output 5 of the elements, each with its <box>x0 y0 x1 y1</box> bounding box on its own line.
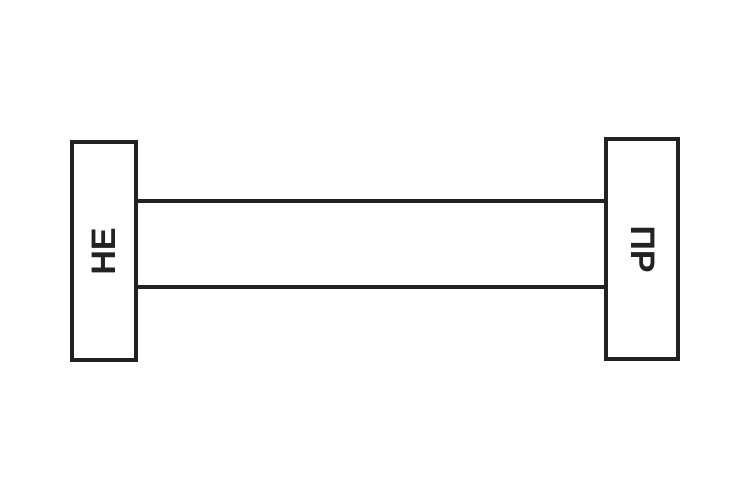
label-box <box>604 137 680 361</box>
box-label: НЕ <box>87 227 121 275</box>
connecting-bar <box>138 199 604 289</box>
label-box <box>70 140 138 362</box>
box-label: ПР <box>625 225 659 273</box>
